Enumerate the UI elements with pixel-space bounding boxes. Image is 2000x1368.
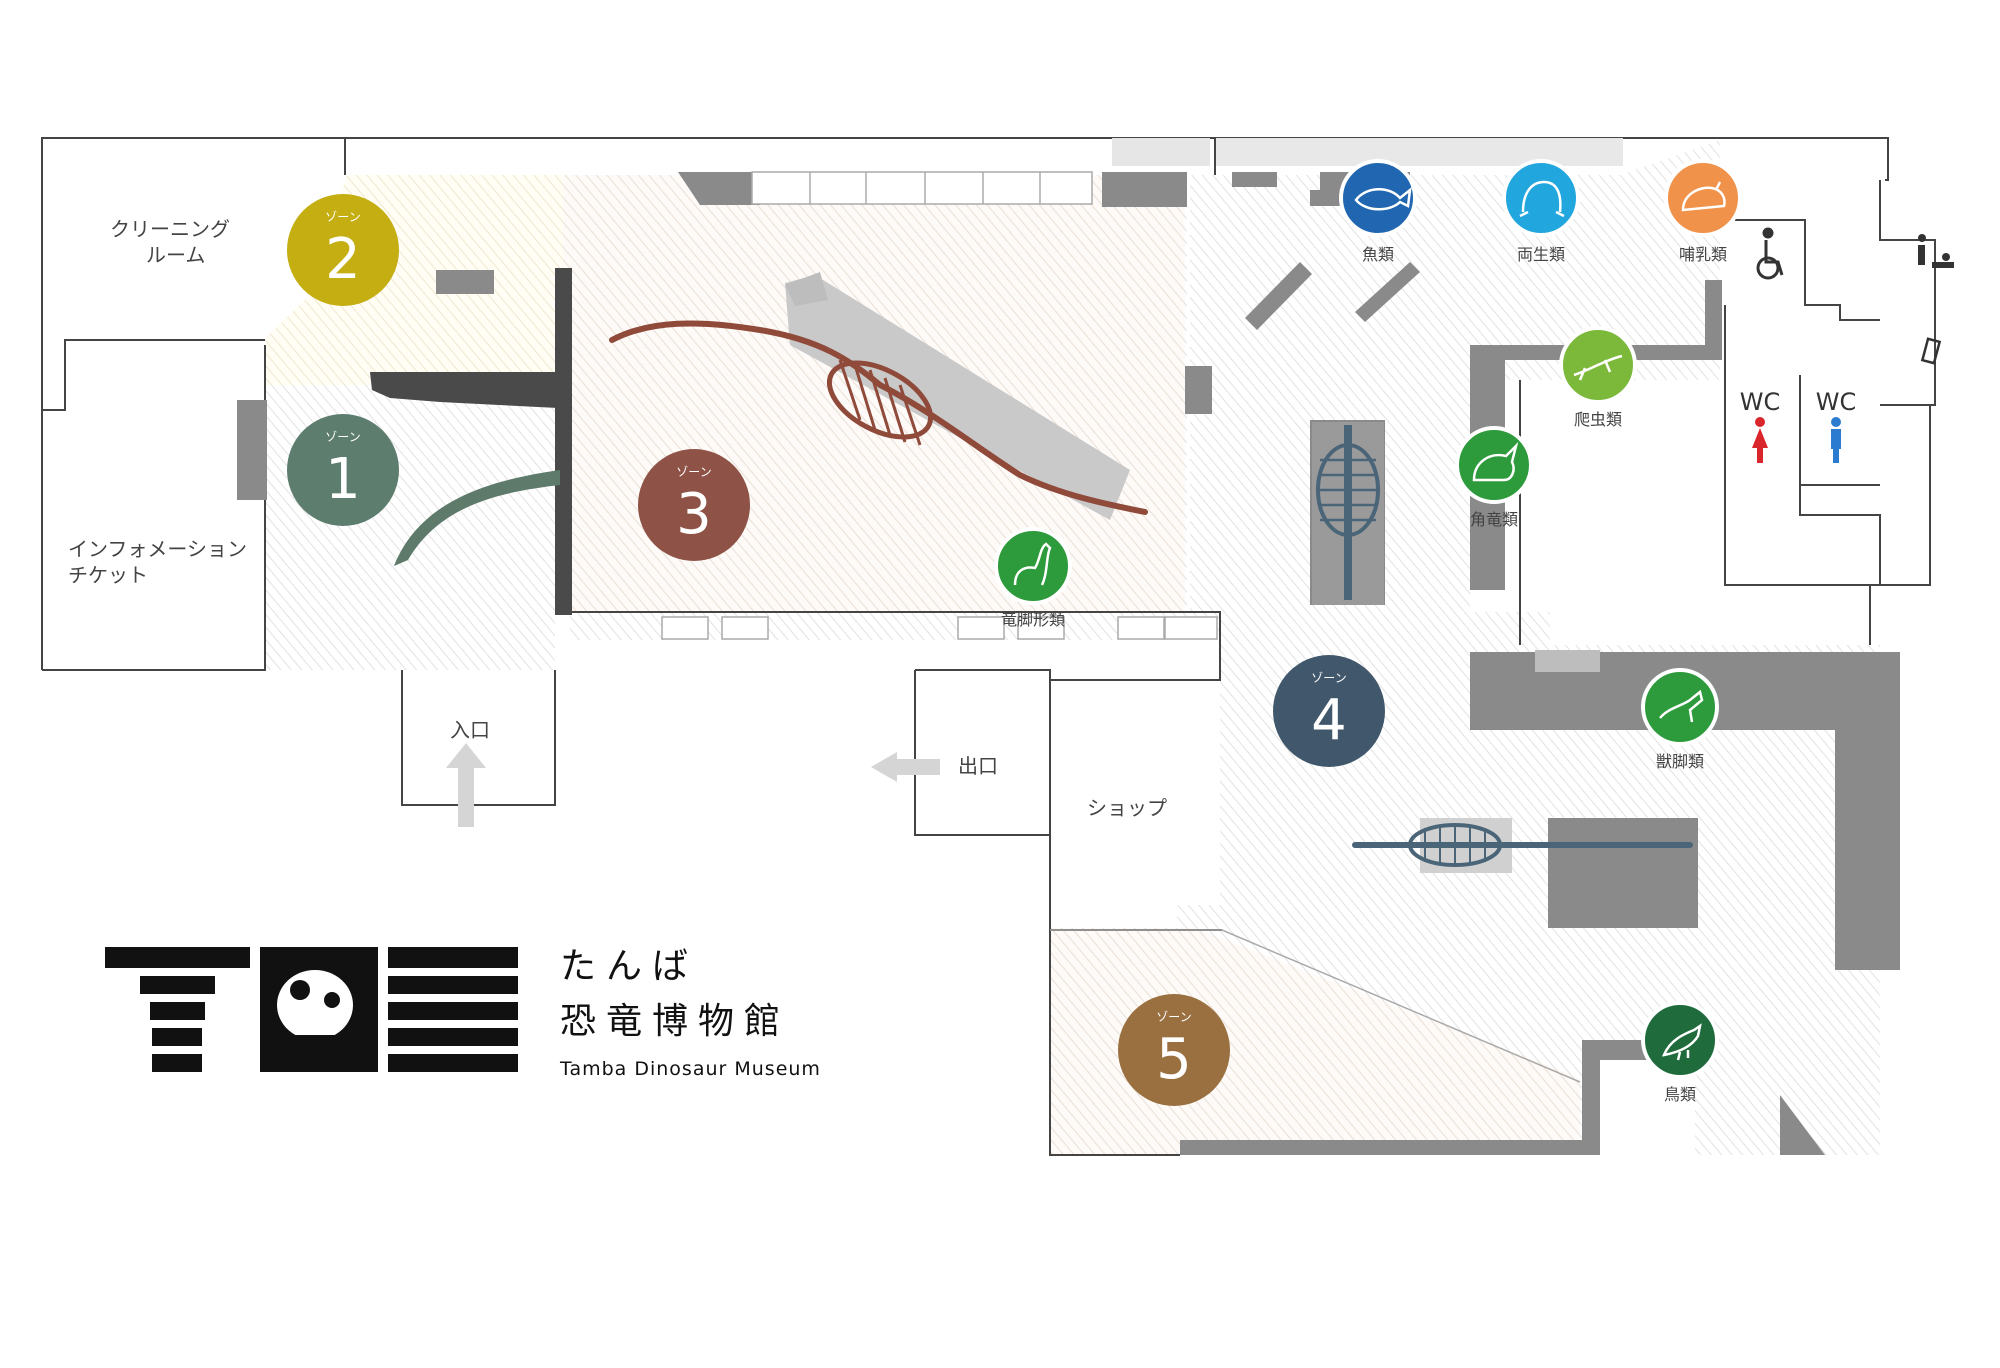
zone1-installation bbox=[370, 268, 572, 615]
wheelchair-icon bbox=[1756, 227, 1784, 280]
exit-arrow bbox=[871, 752, 940, 782]
ceratopsian-icon bbox=[1472, 441, 1519, 482]
category-sauropodomorph[interactable] bbox=[994, 527, 1072, 605]
information-line2: チケット bbox=[68, 563, 148, 587]
wc-female-icon bbox=[1752, 417, 1768, 463]
category-label: 竜脚形類 bbox=[1001, 610, 1065, 629]
mammal-icon bbox=[1681, 181, 1726, 212]
zone-marker-2[interactable]: ゾーン 2 bbox=[287, 194, 399, 306]
category-fish[interactable] bbox=[1339, 159, 1417, 237]
svg-text:ゾーン: ゾーン bbox=[1156, 1010, 1191, 1024]
category-label: 角竜類 bbox=[1470, 510, 1518, 529]
svg-text:ゾーン: ゾーン bbox=[325, 430, 360, 444]
exit-label[interactable]: 出口 bbox=[958, 754, 998, 778]
zone4-fossils bbox=[1312, 422, 1693, 867]
svg-text:ゾーン: ゾーン bbox=[1311, 671, 1346, 685]
tdm-logo-mark bbox=[105, 947, 518, 1072]
shop-label[interactable]: ショップ bbox=[1087, 796, 1167, 820]
cleaning-room-line2: ルーム bbox=[146, 243, 206, 267]
cleaning-room-label: クリーニング ルーム bbox=[110, 216, 230, 268]
bird-icon bbox=[1661, 1023, 1702, 1061]
category-label: 鳥類 bbox=[1664, 1085, 1696, 1104]
category-label: 両生類 bbox=[1517, 245, 1565, 264]
information-line1: インフォメーション bbox=[68, 537, 247, 561]
fish-icon bbox=[1354, 187, 1412, 211]
frog-icon bbox=[1519, 180, 1565, 218]
information-label: インフォメーション チケット bbox=[68, 536, 247, 588]
category-label: 爬虫類 bbox=[1574, 410, 1622, 429]
logo-jp-line2: 恐竜博物館 bbox=[560, 1001, 791, 1042]
category-labels: 魚類 両生類 哺乳類 爬虫類 角竜類 竜脚形類 獣脚類 鳥類 bbox=[1001, 245, 1727, 1104]
lizard-icon bbox=[1573, 354, 1623, 381]
logo-jp-line1: たんば bbox=[560, 946, 699, 987]
zone-marker-5[interactable]: ゾーン 5 bbox=[1118, 994, 1230, 1106]
svg-text:5: 5 bbox=[1156, 1027, 1192, 1092]
zone-marker-4[interactable]: ゾーン 4 bbox=[1273, 655, 1385, 767]
category-label: 哺乳類 bbox=[1679, 245, 1727, 264]
logo-en: Tamba Dinosaur Museum bbox=[560, 1058, 821, 1080]
cleaning-room-line1: クリーニング bbox=[110, 217, 230, 241]
baby-changing-icon bbox=[1918, 234, 1954, 268]
svg-text:ゾーン: ゾーン bbox=[676, 465, 711, 479]
category-mammal[interactable] bbox=[1664, 159, 1742, 237]
theropod-icon bbox=[1659, 689, 1704, 723]
svg-text:3: 3 bbox=[676, 482, 712, 547]
category-label: 魚類 bbox=[1362, 245, 1394, 264]
zone3-fossil-display bbox=[609, 272, 1148, 520]
baby-bottle-icon bbox=[1920, 337, 1942, 365]
svg-text:2: 2 bbox=[325, 227, 361, 292]
category-theropod[interactable] bbox=[1641, 668, 1719, 746]
category-bird[interactable] bbox=[1641, 1001, 1719, 1079]
entrance-label[interactable]: 入口 bbox=[450, 718, 490, 742]
category-amphibian[interactable] bbox=[1502, 159, 1580, 237]
category-label: 獣脚類 bbox=[1656, 752, 1704, 771]
svg-text:ゾーン: ゾーン bbox=[325, 210, 360, 224]
svg-text:1: 1 bbox=[325, 447, 361, 512]
wc-male-icon bbox=[1831, 417, 1841, 463]
sauropod-icon bbox=[1013, 542, 1052, 586]
category-ceratopsian[interactable] bbox=[1455, 426, 1533, 504]
zone-marker-1[interactable]: ゾーン 1 bbox=[287, 414, 399, 526]
wc-label-left: WC bbox=[1740, 388, 1781, 416]
wc-label-right: WC bbox=[1816, 388, 1857, 416]
entrance-arrow bbox=[446, 743, 486, 827]
zone-marker-3[interactable]: ゾーン 3 bbox=[638, 449, 750, 561]
display-cases-top bbox=[661, 138, 1623, 640]
svg-text:4: 4 bbox=[1311, 688, 1347, 753]
category-reptile[interactable] bbox=[1559, 326, 1637, 404]
